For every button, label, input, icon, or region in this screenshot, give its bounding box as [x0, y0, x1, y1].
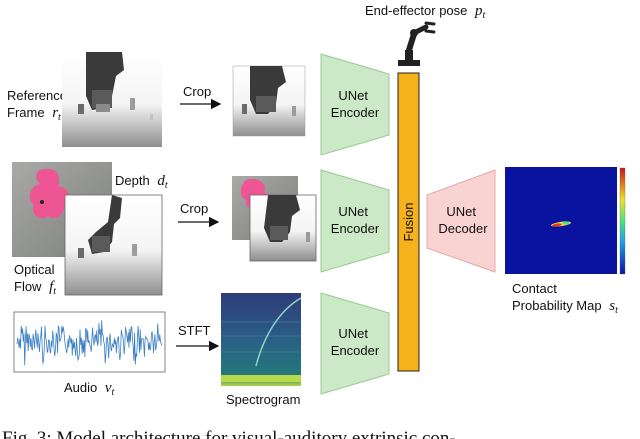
audio-waveform — [16, 320, 163, 366]
unet-decoder: UNet Decoder — [426, 169, 496, 273]
output-label-line2: Probability Map st — [512, 298, 618, 316]
flow-symbol: f — [49, 279, 55, 295]
unet-encoder-bottom: UNet Encoder — [320, 292, 390, 395]
end-effector-text: End-effector pose — [365, 3, 467, 18]
audio-symbol: v — [105, 380, 112, 396]
flow-label-flow: Flow — [14, 279, 42, 294]
decoder-label: UNet Decoder — [438, 204, 488, 236]
depth-label-text: Depth — [115, 173, 150, 188]
depth-subscript: t — [165, 180, 168, 191]
encoder-top-line1: UNet — [338, 88, 368, 103]
encoder-bottom-label: UNet Encoder — [331, 326, 380, 358]
reference-symbol: r — [52, 105, 58, 121]
stft-label: STFT — [178, 323, 211, 338]
encoder-top-label: UNet Encoder — [331, 88, 380, 120]
spectrogram-label: Spectrogram — [226, 392, 300, 407]
end-effector-symbol: p — [474, 3, 483, 19]
output-label-text: Probability Map — [512, 298, 602, 313]
encoder-bottom-line1: UNet — [338, 326, 368, 341]
crop-mid-label: Crop — [180, 201, 208, 216]
output-label-line1: Contact — [512, 281, 557, 296]
reference-subscript: t — [58, 112, 61, 123]
audio-waveform-box — [13, 311, 166, 373]
cropped-depth-image — [249, 194, 317, 262]
encoder-middle-label: UNet Encoder — [331, 204, 380, 236]
flow-label-line1: Optical — [14, 262, 55, 277]
end-effector-label: End-effector pose pt — [365, 3, 486, 21]
encoder-top-line2: Encoder — [331, 105, 380, 120]
output-subscript: t — [615, 305, 618, 316]
cropped-reference-image — [232, 65, 306, 137]
encoder-bottom-line2: Encoder — [331, 343, 380, 358]
spectrogram-image — [221, 293, 302, 386]
depth-label: Depth dt — [115, 173, 168, 191]
figure-caption: Fig. 3: Model architecture for visual-au… — [2, 428, 456, 439]
unet-encoder-top: UNet Encoder — [320, 53, 390, 156]
depth-symbol: d — [157, 173, 165, 189]
decoder-line1: UNet — [446, 204, 476, 219]
robot-arm-icon — [398, 21, 436, 66]
contact-probability-map — [505, 167, 617, 274]
reference-label-line2: Frame rt — [7, 105, 61, 123]
crop-top-label: Crop — [183, 84, 211, 99]
reference-label-line1: Reference — [7, 88, 67, 103]
encoder-middle-line1: UNet — [338, 204, 368, 219]
fusion-block — [397, 72, 420, 372]
encoder-middle-line2: Encoder — [331, 221, 380, 236]
output-symbol: s — [609, 298, 615, 314]
colorbar — [619, 167, 626, 275]
flow-label-line2: Flow ft — [14, 279, 56, 297]
end-effector-subscript: t — [483, 10, 486, 21]
decoder-line2: Decoder — [438, 221, 488, 236]
flow-subscript: t — [53, 286, 56, 297]
audio-label-text: Audio — [64, 380, 97, 395]
fusion-label: Fusion — [401, 202, 416, 241]
unet-encoder-middle: UNet Encoder — [320, 169, 390, 273]
audio-label: Audio vt — [64, 380, 115, 398]
reference-label-frame: Frame — [7, 105, 45, 120]
reference-frame-image — [62, 52, 162, 147]
audio-subscript: t — [112, 387, 115, 398]
depth-image — [64, 194, 163, 296]
